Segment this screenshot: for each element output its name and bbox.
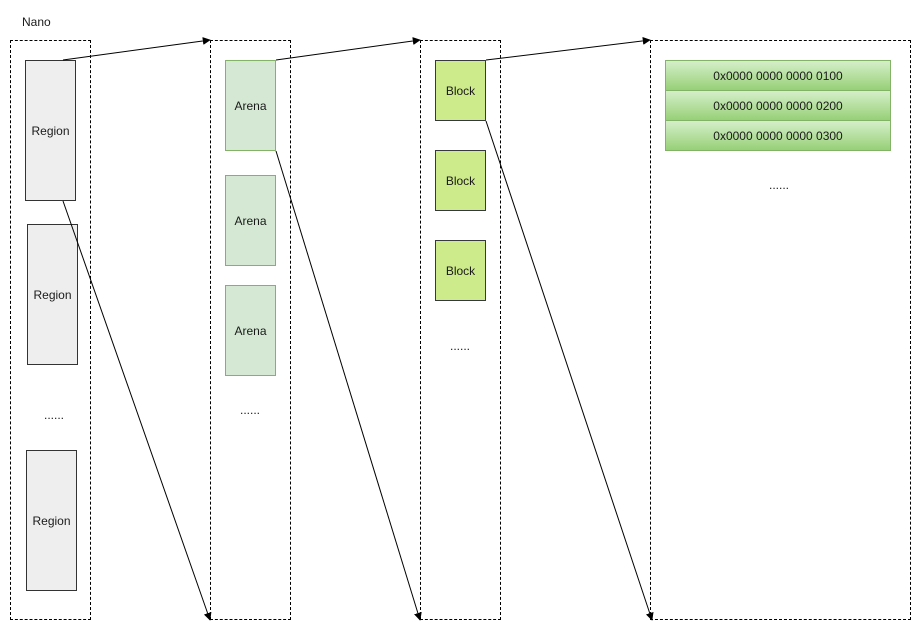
region-box: Region [27,224,78,365]
block-container [420,40,501,620]
arena-box: Arena [225,175,276,266]
region-more: ...... [43,408,64,422]
region-box: Region [25,60,76,201]
arrow-arena-to-block-top [275,37,421,61]
block-box: Block [435,60,486,121]
address-row: 0x0000 0000 0000 0100 [665,60,891,91]
address-more: ...... [768,178,789,192]
arrow-region-to-arena-top [62,37,211,61]
arrow-block-to-address-top [485,36,651,61]
block-box: Block [435,150,486,211]
arena-box: Arena [225,60,276,151]
arena-box: Arena [225,285,276,376]
arena-more: ...... [239,403,260,417]
arena-container [210,40,291,620]
region-box: Region [26,450,77,591]
address-row: 0x0000 0000 0000 0200 [665,90,891,121]
block-box: Block [435,240,486,301]
arrow-arena-to-block-bottom [275,150,422,621]
region-container [10,40,91,620]
arrow-block-to-address-bottom [485,120,654,621]
diagram-title: Nano [22,15,51,29]
arrow-region-to-arena-bottom [62,200,212,621]
address-container [650,40,911,620]
block-more: ...... [449,339,470,353]
address-row: 0x0000 0000 0000 0300 [665,120,891,151]
